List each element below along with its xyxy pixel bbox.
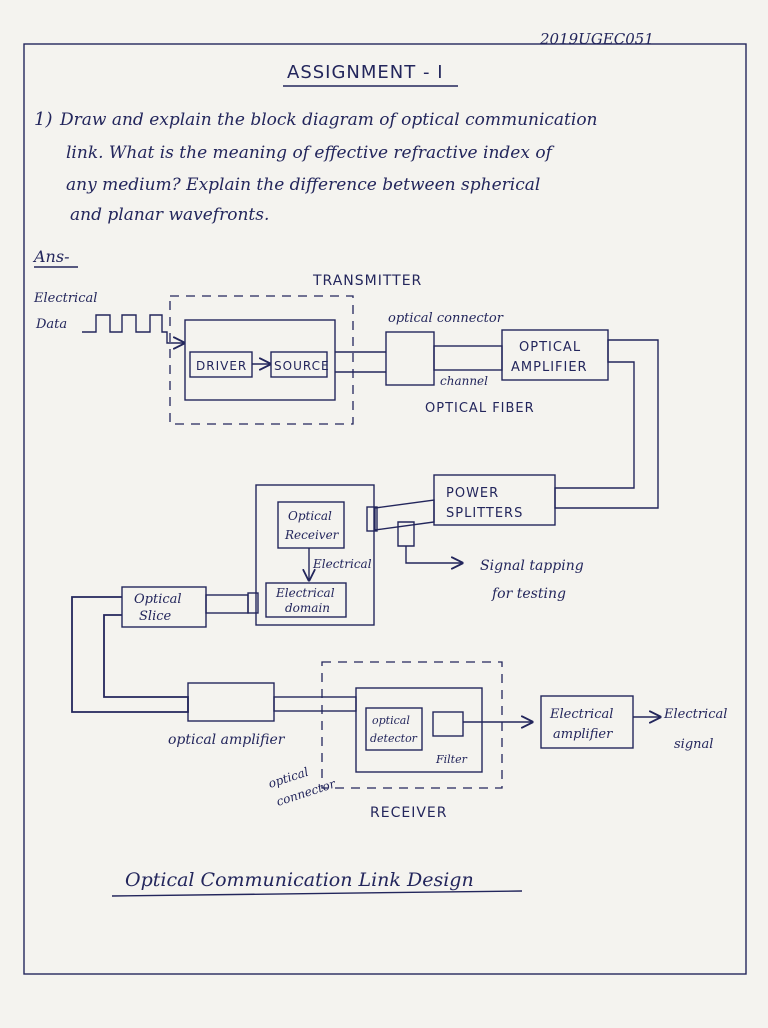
channel-label: channel: [440, 374, 488, 388]
optical-amplifier-top-label-2: AMPLIFIER: [511, 360, 588, 375]
question-line-3: any medium? Explain the difference betwe…: [66, 175, 540, 195]
optical-fiber-segment-4: [273, 696, 357, 712]
optical-amplifier-bottom-label: optical amplifier: [168, 732, 286, 748]
transmitter-inner-box: [184, 319, 336, 401]
repeater-input-connector: [366, 506, 378, 532]
electrical-arrow-label: Electrical: [312, 557, 372, 571]
page-title: ASSIGNMENT - I: [287, 62, 444, 83]
optical-fiber-label: OPTICAL FIBER: [425, 401, 535, 416]
source-block: [270, 351, 328, 378]
optical-slice-block: [121, 586, 207, 628]
page-border: [23, 43, 747, 975]
signal-tapping-label-2: for testing: [491, 586, 566, 602]
question-number: 1): [34, 109, 52, 130]
transmitter-label: TRANSMITTER: [312, 273, 422, 289]
electrical-domain-block: [265, 582, 347, 618]
electrical-signal-label-1: Electrical: [663, 707, 727, 722]
electrical-data-label-1: Electrical: [33, 291, 97, 306]
filter-label: Filter: [435, 753, 468, 766]
optical-fiber-segment-2: [374, 499, 435, 531]
optical-amplifier-bottom-block: [187, 682, 275, 722]
optical-connector-top-label: optical connector: [388, 311, 504, 326]
receiver-label: RECEIVER: [370, 805, 447, 821]
optical-slice-label-1: Optical: [134, 592, 182, 607]
optical-fiber-segment-3: [205, 594, 249, 614]
diagram-caption: Optical Communication Link Design: [125, 869, 474, 891]
receiver-inner-box: [355, 687, 483, 773]
power-splitters-label-2: SPLITTERS: [446, 506, 523, 521]
optical-amplifier-top-label-1: OPTICAL: [519, 340, 581, 355]
driver-label: DRIVER: [196, 359, 247, 373]
optical-slice-label-2: Slice: [139, 609, 172, 624]
optical-detector-block: [365, 707, 423, 751]
question-line-4: and planar wavefronts.: [70, 205, 269, 225]
electrical-domain-label-2: domain: [285, 601, 330, 615]
signal-tap-arrow: [405, 546, 462, 563]
filter-block: [432, 711, 464, 737]
electrical-data-waveform: [82, 314, 184, 343]
source-label: SOURCE: [274, 359, 330, 373]
repeater-block: [255, 484, 375, 626]
optical-connector-top: [385, 331, 435, 386]
electrical-amplifier-block: [540, 695, 634, 749]
transmitter-box: [169, 295, 354, 425]
optical-receiver-label-2: Receiver: [284, 528, 340, 542]
signal-tapping-label-1: Signal tapping: [480, 558, 584, 574]
question-line-1: Draw and explain the block diagram of op…: [59, 110, 598, 130]
optical-detector-label-1: optical: [372, 714, 410, 727]
optical-receiver-label-1: Optical: [288, 509, 332, 523]
electrical-domain-label-1: Electrical: [275, 586, 335, 600]
electrical-amplifier-label-2: amplifier: [553, 727, 613, 742]
optical-fiber-segment-1: [433, 345, 503, 371]
electrical-data-label-2: Data: [35, 317, 67, 332]
signal-tap-stub: [397, 521, 415, 547]
power-splitters-label-1: POWER: [446, 486, 499, 501]
question-line-2: link. What is the meaning of effective r…: [66, 143, 555, 163]
answer-label: Ans-: [32, 247, 69, 266]
roll-number: 2019UGEC051: [539, 30, 654, 48]
receiver-box: [321, 661, 503, 789]
optical-receiver-block: [277, 501, 345, 549]
caption-underline: [111, 890, 523, 897]
electrical-signal-label-2: signal: [674, 737, 713, 752]
electrical-amplifier-label-1: Electrical: [549, 707, 613, 722]
optical-detector-label-2: detector: [370, 732, 418, 745]
